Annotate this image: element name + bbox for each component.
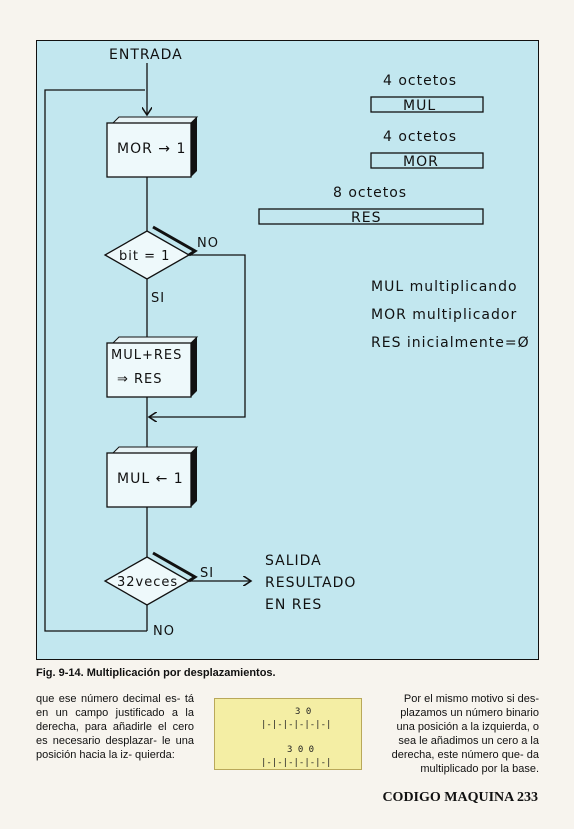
figure-caption: Fig. 9-14. Multiplicación por desplazami… (36, 667, 276, 679)
mor-shift-label: MOR → 1 (117, 141, 186, 157)
loop-no-label: NO (153, 624, 175, 639)
left-paragraph: que ese número decimal es- tá en un camp… (36, 693, 194, 761)
bit-decision-label: bit = 1 (119, 249, 170, 264)
bit-decision: bit = 1 (103, 225, 198, 280)
mul-register-name: MUL (403, 98, 436, 114)
right-paragraph: Por el mismo motivo si des- plazamos un … (391, 693, 539, 775)
legend-line3: RES inicialmente=Ø (371, 335, 530, 351)
mor-register-name: MOR (403, 154, 439, 170)
loop-decision-label: 32veces (117, 575, 178, 590)
res-register-box (258, 208, 484, 225)
res-register-name: RES (351, 210, 381, 226)
add-label-line2: ⇒ RES (117, 372, 163, 387)
res-size-label: 8 octetos (333, 185, 407, 201)
example-field2: |-|-|-|-|-|-| (261, 758, 331, 768)
no-label: NO (197, 236, 219, 251)
exit-line3: EN RES (265, 597, 322, 613)
example-field1: |-|-|-|-|-|-| (261, 720, 331, 730)
mul-size-label: 4 octetos (383, 73, 457, 89)
exit-line1: SALIDA (265, 553, 322, 569)
flowchart-figure: ENTRADA MOR → 1 bit = 1 NO SI MUL+RES (36, 40, 539, 660)
example-value2: 3 0 0 (287, 745, 314, 755)
flowchart-svg: ENTRADA MOR → 1 bit = 1 NO SI MUL+RES (44, 47, 530, 639)
mor-register-box (370, 152, 484, 169)
add-label-line1: MUL+RES (111, 348, 182, 363)
loop-si-label: SI (200, 566, 214, 581)
example-value1: 3 0 (295, 707, 311, 717)
page-footer: CODIGO MAQUINA 233 (382, 790, 538, 805)
example-svg: 3 0 |-|-|-|-|-|-| 3 0 0 |-|-|-|-|-|-| (261, 707, 331, 768)
mul-shift-box: MUL ← 1 (106, 446, 199, 508)
entry-label: ENTRADA (109, 47, 183, 63)
mul-shift-label: MUL ← 1 (117, 471, 184, 487)
si-label: SI (151, 291, 165, 306)
example-box: 3 0 |-|-|-|-|-|-| 3 0 0 |-|-|-|-|-|-| (214, 698, 362, 770)
no-path-line (149, 254, 246, 417)
loop-decision: 32veces (103, 551, 198, 606)
legend-line2: MOR multiplicador (371, 307, 517, 323)
mul-register-box (370, 96, 484, 113)
mor-shift-box: MOR → 1 (106, 116, 199, 178)
loop-back-line (44, 89, 147, 632)
mor-size-label: 4 octetos (383, 129, 457, 145)
add-box: MUL+RES ⇒ RES (106, 336, 199, 398)
legend-line1: MUL multiplicando (371, 279, 518, 295)
exit-line2: RESULTADO (265, 575, 356, 591)
